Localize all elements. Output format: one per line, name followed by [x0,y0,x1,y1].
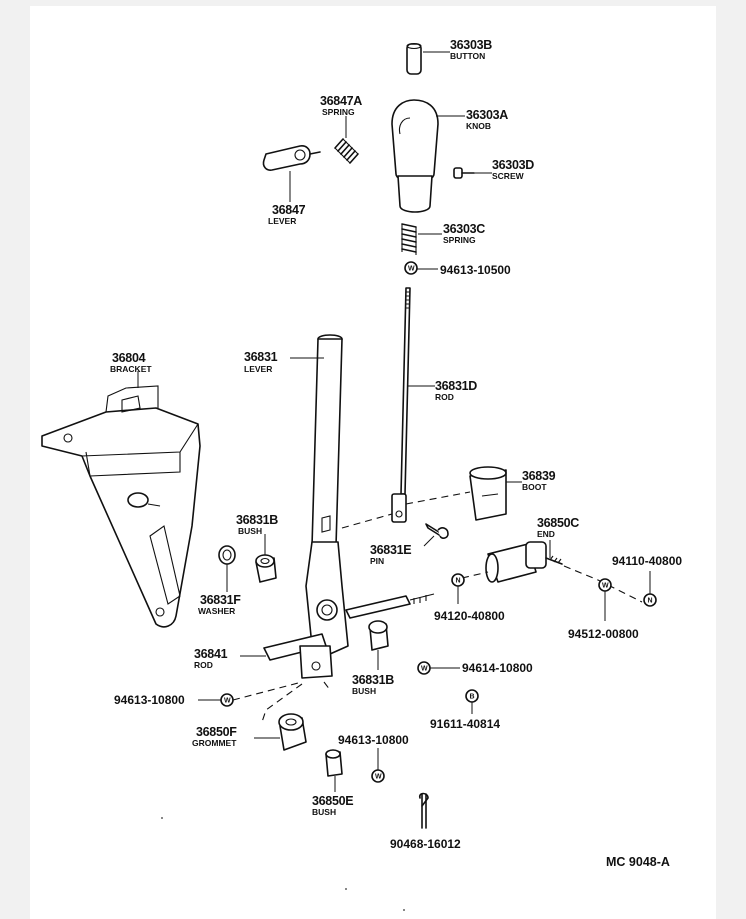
nut-symbol: N [456,578,461,585]
part-name: END [537,529,555,539]
part-number: 36839 [522,469,556,483]
part-name: BUSH [312,807,336,817]
spring-part [401,223,417,255]
part-name: PIN [370,556,384,566]
drawing-code: MC 9048-A [606,855,670,869]
washer-symbol: W [408,266,415,273]
part-name: ROD [194,660,213,670]
exploded-parts-diagram: 36303B BUTTON 36847A SPRING 36303A KNOB … [41,38,682,911]
part-number: 36831F [200,593,241,607]
part-name: KNOB [466,121,491,131]
part-name: BUSH [238,526,262,536]
part-name: GROMMET [192,738,237,748]
washer-symbol: W [224,698,231,705]
nut-symbol: N [648,598,653,605]
boot-part [469,466,507,521]
part-number: 36831 [244,350,278,364]
part-number: 94120-40800 [434,609,505,623]
bush-part [255,554,277,583]
screw-part [453,167,475,179]
bush-part [368,620,389,651]
part-name: SPRING [322,107,355,117]
part-number: 36850E [312,794,353,808]
part-number: 36831B [352,673,394,687]
part-number: 36850F [196,725,237,739]
part-name: BRACKET [110,364,152,374]
button-part [406,42,422,75]
adjusting-rod-part [263,593,435,679]
bracket-part [41,385,201,628]
grommet-part [278,713,307,751]
part-number: 36847 [272,203,306,217]
small-lever-part [262,145,321,171]
shift-lever-part [305,334,349,655]
part-number: 36303B [450,38,492,52]
part-number: 36303C [443,222,485,236]
part-name: SPRING [443,235,476,245]
part-name: BUTTON [450,51,485,61]
cotter-pin-part [418,792,429,829]
part-number: 36303D [492,158,534,172]
rod-end-part [485,541,563,583]
part-number: 36804 [112,351,146,365]
shift-rod-part [391,287,411,523]
washer-symbol: W [421,666,428,673]
part-name: BUSH [352,686,376,696]
part-number: 94614-10800 [462,661,533,675]
part-number: 36831B [236,513,278,527]
part-name: LEVER [268,216,296,226]
washer-symbol: W [602,583,609,590]
washer-part [218,545,236,565]
part-number: 94512-00800 [568,627,639,641]
part-name: ROD [435,392,454,402]
part-number: 36847A [320,94,362,108]
part-number: 94613-10500 [440,263,511,277]
part-name: BOOT [522,482,547,492]
bolt-symbol: B [470,694,475,701]
part-name: LEVER [244,364,272,374]
part-name: SCREW [492,171,525,181]
part-number: 94613-10800 [338,733,409,747]
part-number: 36303A [466,108,508,122]
spring-part [334,138,359,164]
part-number: 36841 [194,647,228,661]
pin-part [425,523,449,539]
part-number: 94613-10800 [114,693,185,707]
part-number: 36850C [537,516,579,530]
part-number: 36831D [435,379,477,393]
part-number: 36831E [370,543,411,557]
washer-symbol: W [375,774,382,781]
part-number: 94110-40800 [612,554,682,568]
part-name: WASHER [198,606,235,616]
knob-part [391,99,439,213]
part-number: 91611-40814 [430,717,500,731]
diagram-sheet: 36303B BUTTON 36847A SPRING 36303A KNOB … [30,6,716,919]
part-number: 90468-16012 [390,837,461,851]
bush-part [325,749,343,777]
